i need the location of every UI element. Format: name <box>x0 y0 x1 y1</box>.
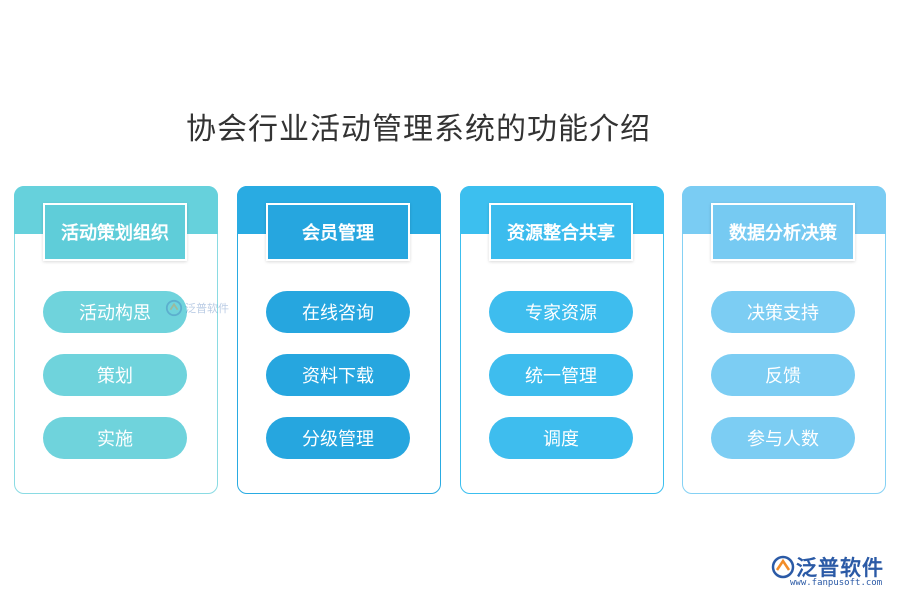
feature-pill: 实施 <box>43 417 187 459</box>
card-header: 会员管理 <box>266 203 410 261</box>
feature-pill: 资料下载 <box>266 354 410 396</box>
brand-name: 泛普软件 <box>796 556 884 580</box>
brand-logo: 泛普软件 <box>770 552 884 582</box>
feature-pill: 分级管理 <box>266 417 410 459</box>
feature-card-data-analysis: 数据分析决策 决策支持 反馈 参与人数 <box>681 185 886 494</box>
feature-pill: 策划 <box>43 354 187 396</box>
brand-url: www.fanpusoft.com <box>790 578 883 588</box>
feature-pill: 决策支持 <box>711 291 855 333</box>
feature-pill: 调度 <box>489 417 633 459</box>
feature-pill: 专家资源 <box>489 291 633 333</box>
card-header: 活动策划组织 <box>43 203 187 261</box>
watermark-text: 泛普软件 <box>185 302 229 315</box>
fanpu-logo-icon <box>771 555 795 579</box>
feature-pill: 统一管理 <box>489 354 633 396</box>
feature-card-resource-sharing: 资源整合共享 专家资源 统一管理 调度 <box>459 185 664 494</box>
page-title: 协会行业活动管理系统的功能介绍 <box>186 112 651 147</box>
feature-pill: 参与人数 <box>711 417 855 459</box>
feature-card-activity-planning: 活动策划组织 活动构思 策划 实施 <box>13 185 218 494</box>
feature-card-member-management: 会员管理 在线咨询 资料下载 分级管理 <box>236 185 441 494</box>
feature-pill: 在线咨询 <box>266 291 410 333</box>
feature-pill: 反馈 <box>711 354 855 396</box>
feature-pill: 活动构思 <box>43 291 187 333</box>
card-header: 资源整合共享 <box>489 203 633 261</box>
card-header: 数据分析决策 <box>711 203 855 261</box>
fanpu-logo-icon <box>165 299 183 317</box>
watermark: 泛普软件 <box>165 299 229 317</box>
